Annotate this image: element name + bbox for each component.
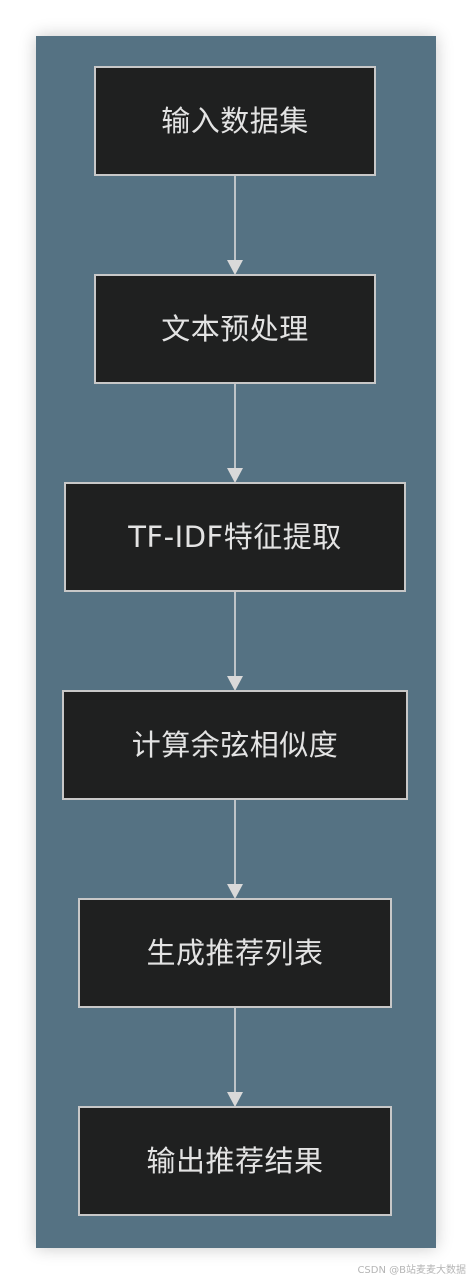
node-label: TF-IDF特征提取 xyxy=(128,519,342,554)
node-input-dataset: 输入数据集 xyxy=(94,66,376,176)
node-tfidf-extraction: TF-IDF特征提取 xyxy=(64,482,406,592)
edge-2-arrowhead xyxy=(227,468,243,483)
node-label: 输出推荐结果 xyxy=(146,1143,324,1178)
node-label: 文本预处理 xyxy=(161,311,309,346)
edge-3-arrowhead xyxy=(227,676,243,691)
node-generate-recommendations: 生成推荐列表 xyxy=(78,898,392,1008)
node-cosine-similarity: 计算余弦相似度 xyxy=(62,690,408,800)
edge-5-arrowhead xyxy=(227,1092,243,1107)
edge-4-arrowhead xyxy=(227,884,243,899)
node-label: 输入数据集 xyxy=(161,103,309,138)
watermark: CSDN @B站麦麦大数据 xyxy=(357,1265,466,1276)
edge-1-arrowhead xyxy=(227,260,243,275)
flowchart-canvas: 输入数据集 文本预处理 TF-IDF特征提取 计算余弦相似度 生成推荐列表 输出… xyxy=(36,36,436,1248)
node-label: 生成推荐列表 xyxy=(146,935,324,970)
node-output-results: 输出推荐结果 xyxy=(78,1106,392,1216)
node-label: 计算余弦相似度 xyxy=(131,727,339,762)
flowchart-arrows xyxy=(227,176,243,1107)
node-text-preprocessing: 文本预处理 xyxy=(94,274,376,384)
